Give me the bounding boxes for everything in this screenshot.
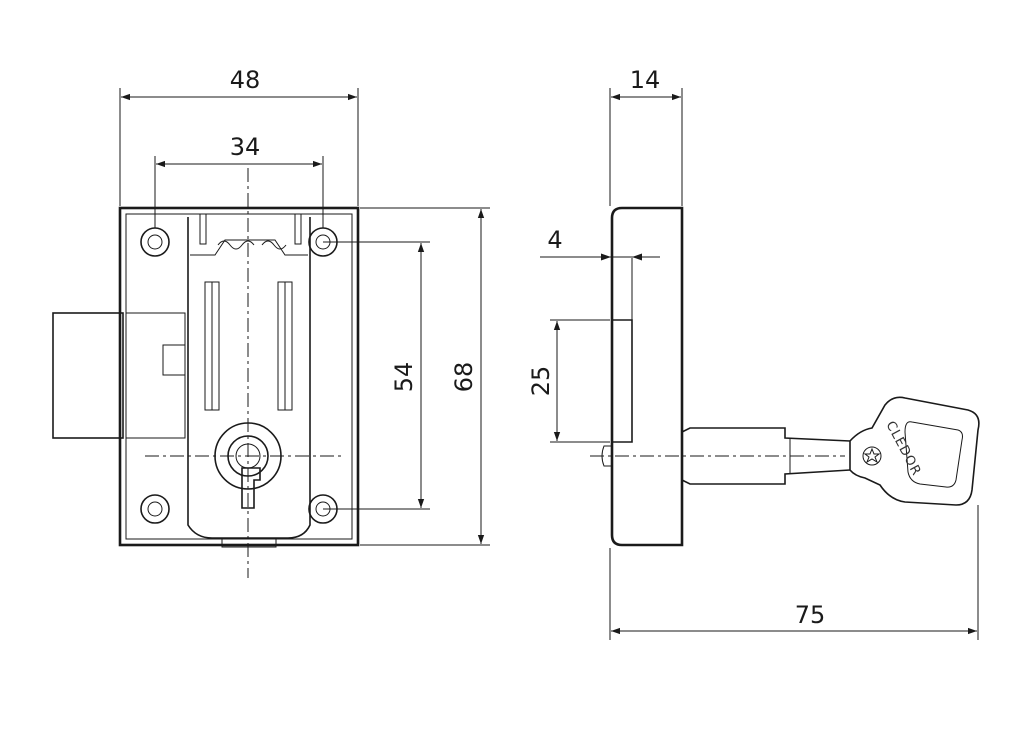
dim-label-68: 68 (450, 362, 478, 393)
key-bow (849, 396, 980, 506)
keyhole-slot (241, 467, 261, 509)
dim-label-75: 75 (795, 601, 826, 629)
side-dimensions: 14 4 25 75 (527, 66, 979, 640)
top-tab-left (199, 213, 207, 245)
dim-label-34: 34 (230, 133, 261, 161)
key-shaft (681, 427, 851, 442)
lock-case-outline (118, 206, 360, 547)
key-bow-window (904, 421, 963, 488)
dim-label-25: 25 (527, 366, 555, 397)
bolt-notch (162, 344, 186, 376)
key-brand-text: CLEDOR (882, 419, 923, 479)
star-icon (862, 446, 882, 466)
front-view (52, 168, 360, 578)
mechanism-shoulder (190, 239, 308, 256)
side-case (610, 206, 684, 547)
top-spring-left (217, 240, 255, 250)
screw-hole-bottom-left (140, 494, 170, 524)
lock-case-inner (125, 213, 353, 540)
screw-hole-top-left (140, 227, 170, 257)
dim-label-4: 4 (547, 226, 562, 254)
side-bolt (612, 319, 633, 443)
side-view: CLEDOR (590, 206, 980, 547)
dim-label-14: 14 (630, 66, 661, 94)
lock-bolt (52, 312, 124, 439)
bottom-tab (221, 537, 277, 548)
key-shaft-bottom (681, 469, 851, 485)
dim-label-48: 48 (230, 66, 261, 94)
top-spring-right (261, 240, 287, 250)
top-tab-right (294, 213, 302, 245)
front-dimensions: 48 34 54 68 (119, 66, 490, 546)
star-icon-glyph (863, 447, 881, 464)
dim-label-54: 54 (390, 362, 418, 393)
